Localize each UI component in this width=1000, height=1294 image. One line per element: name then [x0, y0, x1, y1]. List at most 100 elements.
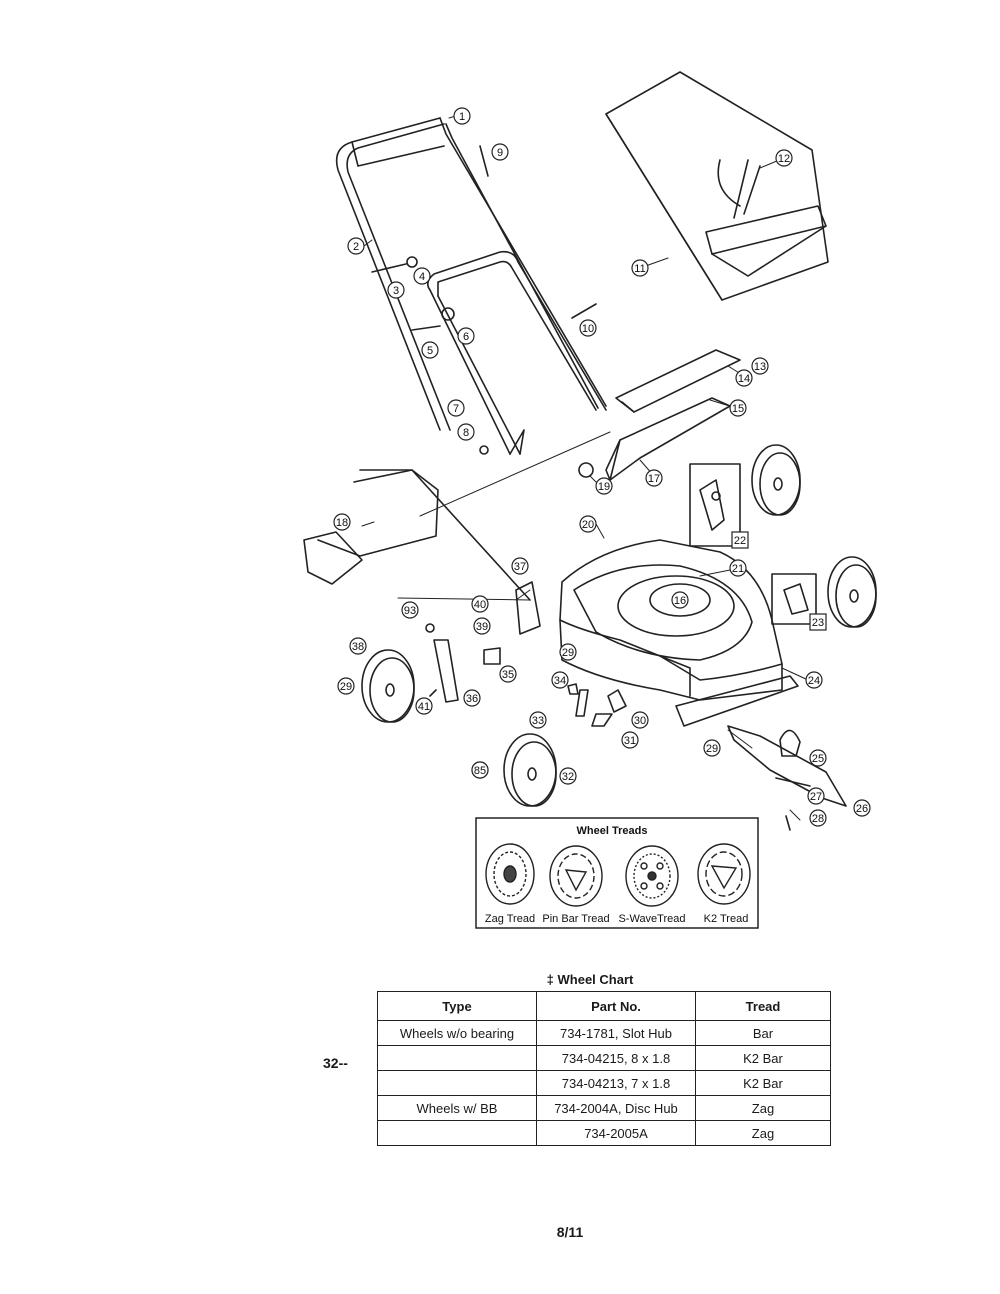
table-cell: Zag [695, 1095, 831, 1121]
tread-label-zag: Zag Tread [485, 913, 535, 925]
callout-number: 20 [582, 519, 594, 531]
wheel-chart-table: Type Part No. Tread Wheels w/o bearing 7… [377, 991, 831, 1146]
bolt-5 [411, 325, 441, 331]
callout-5: 5 [421, 341, 439, 359]
callout-number: 38 [352, 641, 364, 653]
callout-number: 18 [336, 517, 348, 529]
front-brackets [567, 683, 627, 727]
callout-number: 8 [463, 427, 469, 439]
callout-number: 85 [474, 765, 486, 777]
table-cell: 734-1781, Slot Hub [536, 1020, 696, 1046]
callout-13: 13 [751, 357, 769, 375]
callout-1: 1 [453, 107, 471, 125]
callout-34: 34 [551, 671, 569, 689]
callout-16: 16 [671, 591, 689, 609]
wheel-front-right [827, 556, 877, 628]
wheel-front-left [503, 733, 557, 807]
callout-40: 40 [471, 595, 489, 613]
chute-parts [578, 349, 741, 481]
callout-number: 93 [404, 605, 416, 617]
callout-number: 4 [419, 271, 425, 283]
callout-29: 29 [703, 739, 721, 757]
knob-4 [406, 256, 418, 268]
tread-k2-icon [697, 843, 751, 905]
callout-29: 29 [559, 643, 577, 661]
callout-20: 20 [579, 515, 597, 533]
callout-number: 32 [562, 771, 574, 783]
blade [727, 725, 847, 831]
callout-number: 12 [778, 153, 790, 165]
callout-number: 28 [812, 813, 824, 825]
callout-41: 41 [415, 697, 433, 715]
callout-number: 9 [497, 147, 503, 159]
callout-number: 39 [476, 621, 488, 633]
tread-s-wave-icon [625, 845, 679, 907]
rear-brackets [425, 581, 541, 703]
tread-label-k2: K2 Tread [704, 913, 749, 925]
callout-number: 40 [474, 599, 486, 611]
callout-number: 29 [340, 681, 352, 693]
rod-10 [571, 303, 597, 319]
tread-pin-bar-icon [549, 845, 603, 907]
table-row: Wheels w/o bearing 734-1781, Slot Hub Ba… [377, 1020, 831, 1046]
callout-26: 26 [853, 799, 871, 817]
table-cell: Wheels w/ BB [377, 1095, 537, 1121]
callout-14: 14 [735, 369, 753, 387]
callout-28: 28 [809, 809, 827, 827]
table-row: 734-2005A Zag [377, 1120, 831, 1146]
callout-number: 15 [732, 403, 744, 415]
rear-deflector [303, 469, 531, 601]
callout-number: 19 [598, 481, 610, 493]
wheel-rear-left [361, 649, 415, 723]
tread-label-s-wave: S-WaveTread [618, 913, 685, 925]
callout-number: 16 [674, 595, 686, 607]
knob-6 [441, 307, 455, 321]
callout-7: 7 [447, 399, 465, 417]
callout-25: 25 [809, 749, 827, 767]
bolt-3 [371, 263, 407, 273]
callout-number: 7 [453, 403, 459, 415]
callout-6: 6 [457, 327, 475, 345]
table-cell [377, 1120, 537, 1146]
wheel-chart-title: ‡ Wheel Chart [546, 972, 634, 987]
tread-label-pin-bar: Pin Bar Tread [542, 913, 609, 925]
wheel-treads-title: Wheel Treads [577, 825, 648, 837]
table-cell: 734-2005A [536, 1120, 696, 1146]
column-header: Tread [695, 991, 831, 1021]
callout-38: 38 [349, 637, 367, 655]
callout-23: 23 [809, 613, 827, 631]
callout-9: 9 [491, 143, 509, 161]
callout-number: 26 [856, 803, 868, 815]
callout-8: 8 [457, 423, 475, 441]
upper-handle [335, 117, 607, 431]
callout-35: 35 [499, 665, 517, 683]
callout-number: 29 [562, 647, 574, 659]
column-header: Part No. [536, 991, 696, 1021]
callout-number: 5 [427, 345, 433, 357]
callout-number: 1 [459, 111, 465, 123]
callout-2: 2 [347, 237, 365, 255]
callout-11: 11 [631, 259, 649, 277]
callout-33: 33 [529, 711, 547, 729]
callout-number: 24 [808, 675, 820, 687]
callout-93: 93 [401, 601, 419, 619]
callout-number: 29 [706, 743, 718, 755]
callout-number: 14 [738, 373, 750, 385]
callout-number: 34 [554, 675, 566, 687]
callout-number: 35 [502, 669, 514, 681]
height-adjuster-inset [689, 463, 741, 547]
callout-22: 22 [731, 531, 749, 549]
callout-number: 11 [634, 263, 645, 275]
callout-number: 22 [734, 535, 746, 547]
table-cell: K2 Bar [695, 1070, 831, 1096]
table-cell: K2 Bar [695, 1045, 831, 1071]
callout-27: 27 [807, 787, 825, 805]
callout-number: 2 [353, 241, 359, 253]
callout-number: 33 [532, 715, 544, 727]
callout-number: 17 [648, 473, 660, 485]
callout-31: 31 [621, 731, 639, 749]
callout-number: 6 [463, 331, 469, 343]
callout-18: 18 [333, 513, 351, 531]
callout-17: 17 [645, 469, 663, 487]
